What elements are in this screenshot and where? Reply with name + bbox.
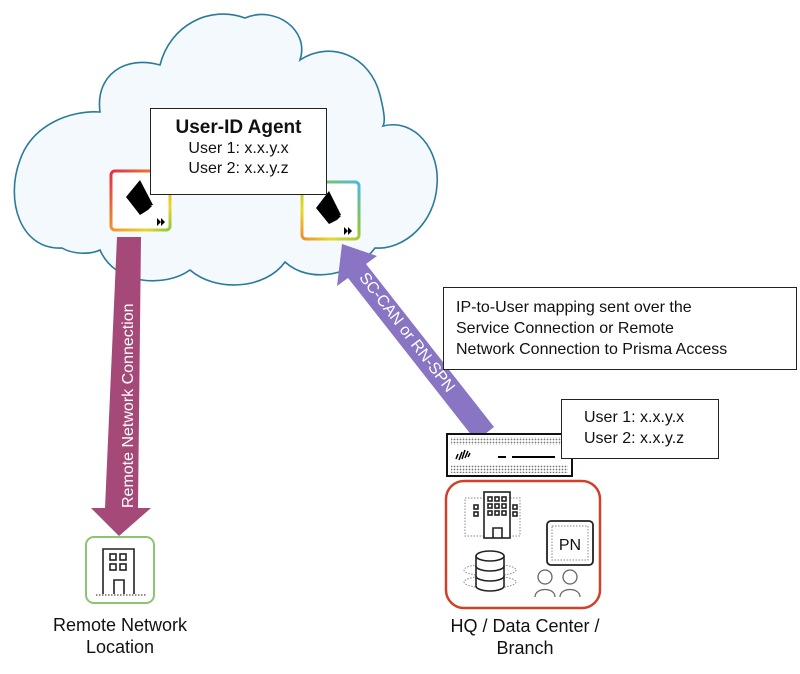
- user-id-agent-title: User-ID Agent: [175, 117, 302, 138]
- office-building-icon: [464, 491, 521, 539]
- pn-badge-label: PN: [559, 537, 581, 554]
- remote-network-connection-arrow: Remote Network Connection: [91, 237, 151, 536]
- agent-user-1-mapping: User 1: x.x.y.x: [188, 140, 289, 157]
- prisma-access-icon: [316, 191, 352, 235]
- firewall-user-mapping-box: User 1: x.x.y.x User 2: x.x.y.z: [561, 399, 719, 459]
- user-id-agent-box: User-ID Agent User 1: x.x.y.x User 2: x.…: [150, 108, 327, 195]
- note-line: Network Connection to Prisma Access: [456, 341, 728, 358]
- prisma-access-node-right: [300, 180, 361, 241]
- palo-alto-logo-icon: [455, 449, 471, 461]
- agent-user-2-mapping: User 2: x.x.y.z: [188, 160, 289, 177]
- panorama-pn-icon: PN: [546, 520, 594, 566]
- firewall-appliance: [446, 433, 573, 477]
- caption-line: Branch: [496, 638, 554, 658]
- prisma-access-icon: [126, 180, 165, 226]
- remote-network-location-caption: Remote Network Location: [20, 614, 220, 658]
- office-building-icon: [96, 548, 146, 596]
- ip-to-user-mapping-note: IP-to-User mapping sent over the Service…: [443, 287, 797, 370]
- firewall-user-1-mapping: User 1: x.x.y.x: [584, 409, 685, 426]
- note-line: IP-to-User mapping sent over the: [456, 299, 692, 316]
- hq-data-center-node: PN: [444, 479, 602, 610]
- note-line: Service Connection or Remote: [456, 320, 674, 337]
- caption-line: HQ / Data Center /: [450, 616, 600, 636]
- remote-network-connection-label: Remote Network Connection: [120, 303, 137, 508]
- caption-line: Location: [85, 637, 155, 657]
- remote-network-location-node: [85, 536, 155, 604]
- users-icon: [534, 569, 581, 598]
- firewall-user-2-mapping: User 2: x.x.y.z: [584, 430, 685, 447]
- database-icon: [463, 550, 517, 592]
- caption-line: Remote Network: [52, 615, 188, 635]
- hq-data-center-caption: HQ / Data Center / Branch: [410, 615, 640, 659]
